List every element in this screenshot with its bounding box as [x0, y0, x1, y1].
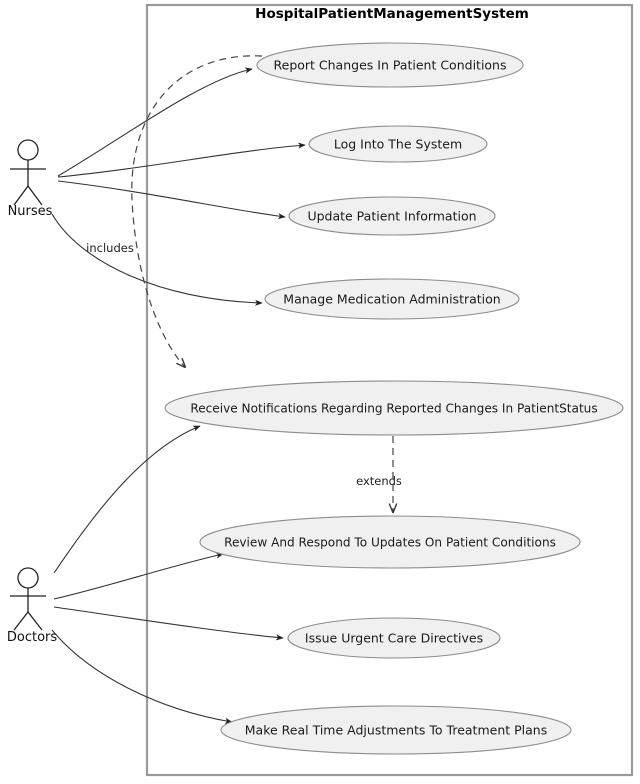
actor-stick-figure-icon — [10, 139, 46, 206]
system-boundary-box — [145, 3, 634, 777]
use-case-label: Manage Medication Administration — [283, 292, 500, 307]
actor-doctors-label: Doctors — [7, 630, 58, 645]
use-case-receive-notifications-regarding-reported-changes[interactable]: Receive Notifications Regarding Reported… — [164, 380, 624, 436]
association-doctors-receive-notifications — [53, 425, 201, 574]
use-case-issue-urgent-care-directives[interactable]: Issue Urgent Care Directives — [287, 617, 501, 659]
includes-label: includes — [86, 241, 134, 255]
use-case-label: Review And Respond To Updates On Patient… — [224, 536, 556, 550]
actor-doctors[interactable]: Doctors — [7, 567, 58, 645]
use-case-log-into-the-system[interactable]: Log Into The System — [308, 125, 488, 163]
association-nurses-report-changes — [57, 67, 253, 177]
use-case-report-changes-in-patient-conditions[interactable]: Report Changes In Patient Conditions — [256, 42, 524, 88]
actor-nurses-label: Nurses — [8, 204, 53, 219]
association-doctors-review-and-respond — [53, 552, 224, 600]
association-doctors-make-adjustments — [51, 629, 233, 724]
use-case-label: Report Changes In Patient Conditions — [274, 58, 507, 73]
use-case-label: Make Real Time Adjustments To Treatment … — [245, 723, 547, 738]
association-nurses-log-into-system — [57, 142, 306, 178]
association-nurses-manage-medication — [51, 213, 263, 306]
association-nurses-update-patient-info — [57, 180, 286, 220]
use-case-update-patient-information[interactable]: Update Patient Information — [288, 196, 496, 236]
dependency-extends: extends — [356, 436, 402, 512]
use-case-label: Update Patient Information — [307, 209, 476, 224]
use-case-label: Receive Notifications Regarding Reported… — [190, 402, 597, 416]
actor-nurses[interactable]: Nurses — [8, 139, 53, 219]
use-case-manage-medication-administration[interactable]: Manage Medication Administration — [264, 278, 520, 320]
association-doctors-issue-urgent-care — [53, 606, 284, 641]
dependency-includes: includes — [86, 55, 263, 367]
extends-label: extends — [356, 474, 402, 488]
use-case-review-and-respond-to-updates[interactable]: Review And Respond To Updates On Patient… — [199, 515, 581, 569]
use-case-make-real-time-adjustments[interactable]: Make Real Time Adjustments To Treatment … — [220, 705, 572, 755]
use-case-label: Issue Urgent Care Directives — [305, 631, 483, 646]
system-title: HospitalPatientManagementSystem — [255, 6, 529, 22]
use-case-label: Log Into The System — [334, 137, 462, 152]
actor-stick-figure-icon — [10, 567, 46, 631]
